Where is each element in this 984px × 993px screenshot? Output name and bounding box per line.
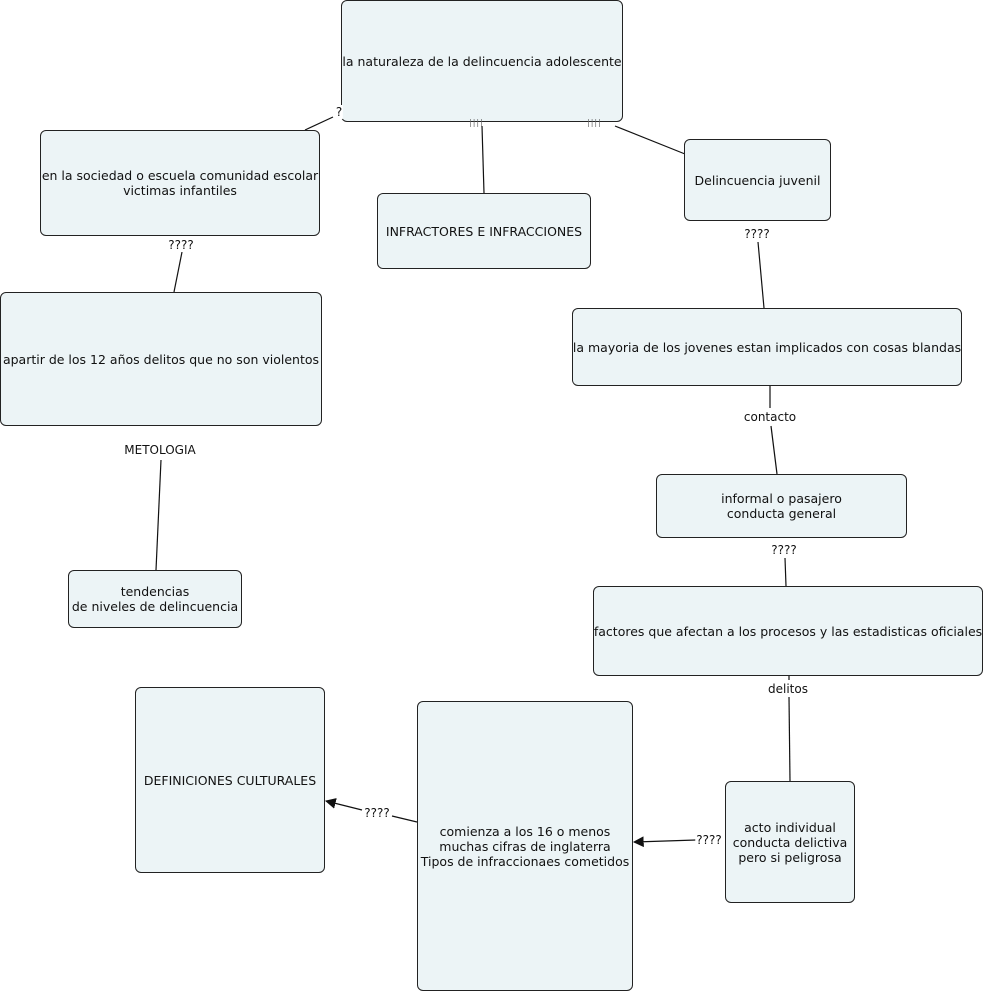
node-text-line: en la sociedad o escuela comunidad escol… [41, 168, 319, 183]
node-text-line: conducta general [726, 506, 837, 521]
link-label-acto-comienza: ???? [695, 833, 723, 847]
edge-juvenil-mayoria [757, 241, 765, 309]
node-factores[interactable]: factores que afectan a los procesos y la… [593, 586, 983, 676]
edge-root-sociedad [304, 116, 334, 131]
edge-root-infractores [481, 125, 485, 194]
node-apartir-12[interactable]: apartir de los 12 años delitos que no so… [0, 292, 322, 426]
edge-acto-comienza [632, 836, 697, 848]
node-text-line: de niveles de delincuencia [71, 599, 239, 614]
edge-informal-factores [784, 557, 787, 587]
edge-factores-acto-lower [788, 696, 791, 782]
node-text-line: informal o pasajero [721, 491, 842, 506]
link-label-comienza-culturales: ???? [363, 806, 391, 820]
link-label-informal-factores: ???? [770, 543, 798, 557]
node-text-line: victimas infantiles [123, 183, 237, 198]
node-text-line: acto individual [744, 819, 836, 835]
edge-root-juvenil [614, 125, 686, 155]
node-sociedad-escuela[interactable]: en la sociedad o escuela comunidad escol… [40, 130, 320, 236]
node-infractores[interactable]: INFRACTORES E INFRACCIONES [377, 193, 591, 269]
node-text-line: Delincuencia juvenil [694, 172, 821, 188]
connector-ticks-left: |||| [469, 118, 484, 127]
link-label-sociedad-apartir: ???? [167, 238, 195, 252]
node-text-line: muchas cifras de inglaterra [439, 838, 611, 854]
edge-comienza-culturales-a [391, 815, 418, 823]
edge-apartir-tendencias [155, 459, 162, 571]
link-label-root-sociedad: ? [334, 105, 344, 119]
link-label-metologia: METOLOGIA [123, 443, 197, 457]
node-delincuencia-juvenil[interactable]: Delincuencia juvenil [684, 139, 831, 221]
node-text-line: conducta delictiva [732, 834, 848, 850]
node-mayoria-jovenes[interactable]: la mayoria de los jovenes estan implicad… [572, 308, 962, 386]
node-text-line: INFRACTORES E INFRACCIONES [385, 223, 583, 239]
node-definiciones-culturales[interactable]: DEFINICIONES CULTURALES [135, 687, 325, 873]
node-naturaleza[interactable]: la naturaleza de la delincuencia adolesc… [341, 0, 623, 122]
connector-ticks-right: |||| [587, 118, 602, 127]
node-text-line: la naturaleza de la delincuencia adolesc… [342, 53, 622, 69]
link-label-contacto: contacto [742, 410, 798, 424]
edge-comienza-culturales-b [324, 798, 363, 811]
edge-mayoria-informal-lower [770, 425, 778, 475]
node-text-line: Tipos de infraccionaes cometidos [420, 853, 630, 869]
node-text-line: pero si peligrosa [738, 849, 842, 865]
node-text-line: factores que afectan a los procesos y la… [593, 623, 983, 639]
link-label-juvenil-mayoria: ???? [743, 227, 771, 241]
node-text-line: tendencias [120, 584, 190, 599]
node-text-line: apartir de los 12 años delitos que no so… [2, 351, 320, 367]
node-text-line: la mayoria de los jovenes estan implicad… [572, 339, 962, 355]
node-text-line: comienza a los 16 o menos [439, 823, 611, 839]
link-label-delitos: delitos [767, 682, 809, 696]
node-text-line: DEFINICIONES CULTURALES [143, 772, 317, 788]
edge-sociedad-apartir [173, 251, 183, 293]
